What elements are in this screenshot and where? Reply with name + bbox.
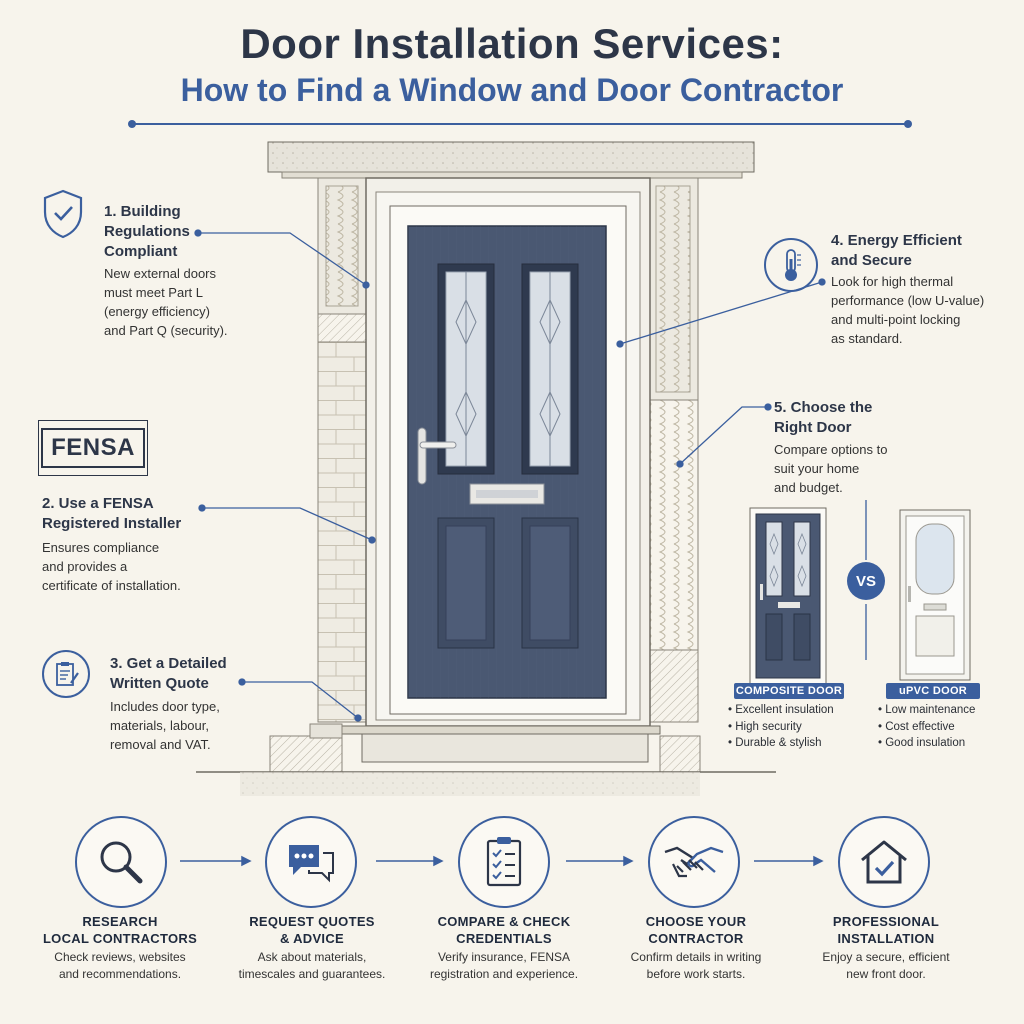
- feature-item: High security: [728, 719, 834, 736]
- point-4-title: 4. Energy Efficient and Secure: [831, 232, 962, 269]
- thermometer-icon: [764, 238, 818, 292]
- point-3-body: Includes door type, materials, labour, r…: [110, 699, 220, 752]
- feature-item: Durable & stylish: [728, 735, 834, 752]
- feature-item: Low maintenance: [878, 702, 975, 719]
- title-divider: [128, 120, 912, 128]
- feature-item: Cost effective: [878, 719, 975, 736]
- composite-door-thumbnail: [749, 507, 827, 685]
- point-1-title: 1. Building Regulations Compliant: [104, 203, 190, 260]
- feature-item: Excellent insulation: [728, 702, 833, 719]
- step-2-body: Ask about materials, timescales and guar…: [238, 950, 386, 981]
- upvc-door-label: uPVC DOOR: [886, 683, 980, 699]
- page-subtitle: How to Find a Window and Door Contractor: [180, 72, 844, 108]
- feature-item: Good insulation: [878, 735, 975, 752]
- step-5-body: Enjoy a secure, efficient new front door…: [822, 950, 950, 981]
- point-4-body: Look for high thermal performance (low U…: [831, 274, 985, 346]
- vs-badge: VS: [847, 562, 885, 600]
- step-1-body: Check reviews, websites and recommendati…: [54, 950, 186, 981]
- step-3-title: COMPARE & CHECK CREDENTIALS: [437, 914, 571, 946]
- step-5-title: PROFESSIONAL INSTALLATION: [832, 914, 940, 946]
- fensa-logo: FENSA: [38, 420, 148, 476]
- point-5-title: 5. Choose the Right Door: [774, 399, 873, 436]
- page-title: Door Installation Services:: [240, 20, 784, 67]
- point-2-title: 2. Use a FENSA Registered Installer: [42, 495, 182, 532]
- point-1-body: New external doors must meet Part L (ene…: [104, 266, 228, 338]
- step-2-title: REQUEST QUOTES & ADVICE: [249, 914, 375, 946]
- step-4-title: CHOOSE YOUR CONTRACTOR: [645, 914, 747, 946]
- step-3-body: Verify insurance, FENSA registration and…: [429, 950, 579, 981]
- upvc-door-features: Low maintenance Cost effective Good insu…: [878, 702, 975, 752]
- upvc-door-thumbnail: [899, 509, 971, 681]
- composite-door-label: COMPOSITE DOOR: [734, 683, 844, 699]
- shield-check-icon: [42, 188, 84, 245]
- point-2-body: Ensures compliance and provides a certif…: [42, 540, 181, 593]
- magnifier-icon: [75, 816, 167, 908]
- handshake-icon: [648, 816, 740, 908]
- point-5-body: Compare options to suit your home and bu…: [774, 442, 888, 495]
- checklist-icon: [458, 816, 550, 908]
- clipboard-pen-icon: [42, 650, 90, 698]
- chat-bubbles-icon: [265, 816, 357, 908]
- composite-door-features: Excellent insulation High security Durab…: [728, 702, 834, 752]
- step-4-body: Confirm details in writing before work s…: [630, 950, 762, 981]
- step-1-title: RESEARCH LOCAL CONTRACTORS: [42, 914, 198, 946]
- house-check-icon: [838, 816, 930, 908]
- point-3-title: 3. Get a Detailed Written Quote: [110, 655, 227, 692]
